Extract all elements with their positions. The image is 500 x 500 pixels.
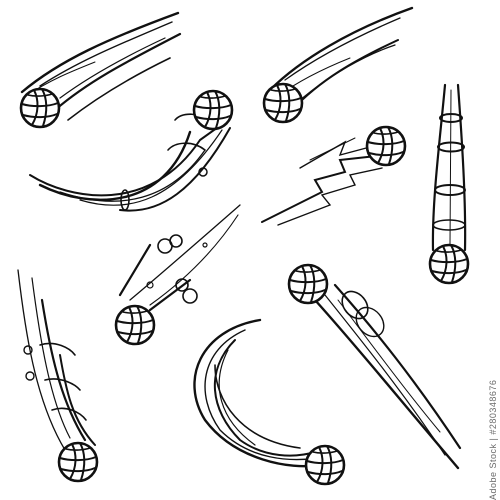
curved-tube-ball	[29, 89, 234, 212]
falling-ball-left	[17, 269, 99, 483]
smoke-puff-ball	[114, 204, 241, 346]
comet-ball-bottom-right	[287, 263, 462, 470]
sweep-ball-bottom	[193, 318, 346, 486]
lightning-ball	[261, 125, 407, 226]
comet-ball-top-left	[19, 11, 182, 129]
stock-watermark-id: Adobe Stock | #280348676	[488, 379, 498, 500]
vertical-falling-ball	[428, 83, 470, 285]
comet-ball-top-center	[262, 6, 414, 124]
